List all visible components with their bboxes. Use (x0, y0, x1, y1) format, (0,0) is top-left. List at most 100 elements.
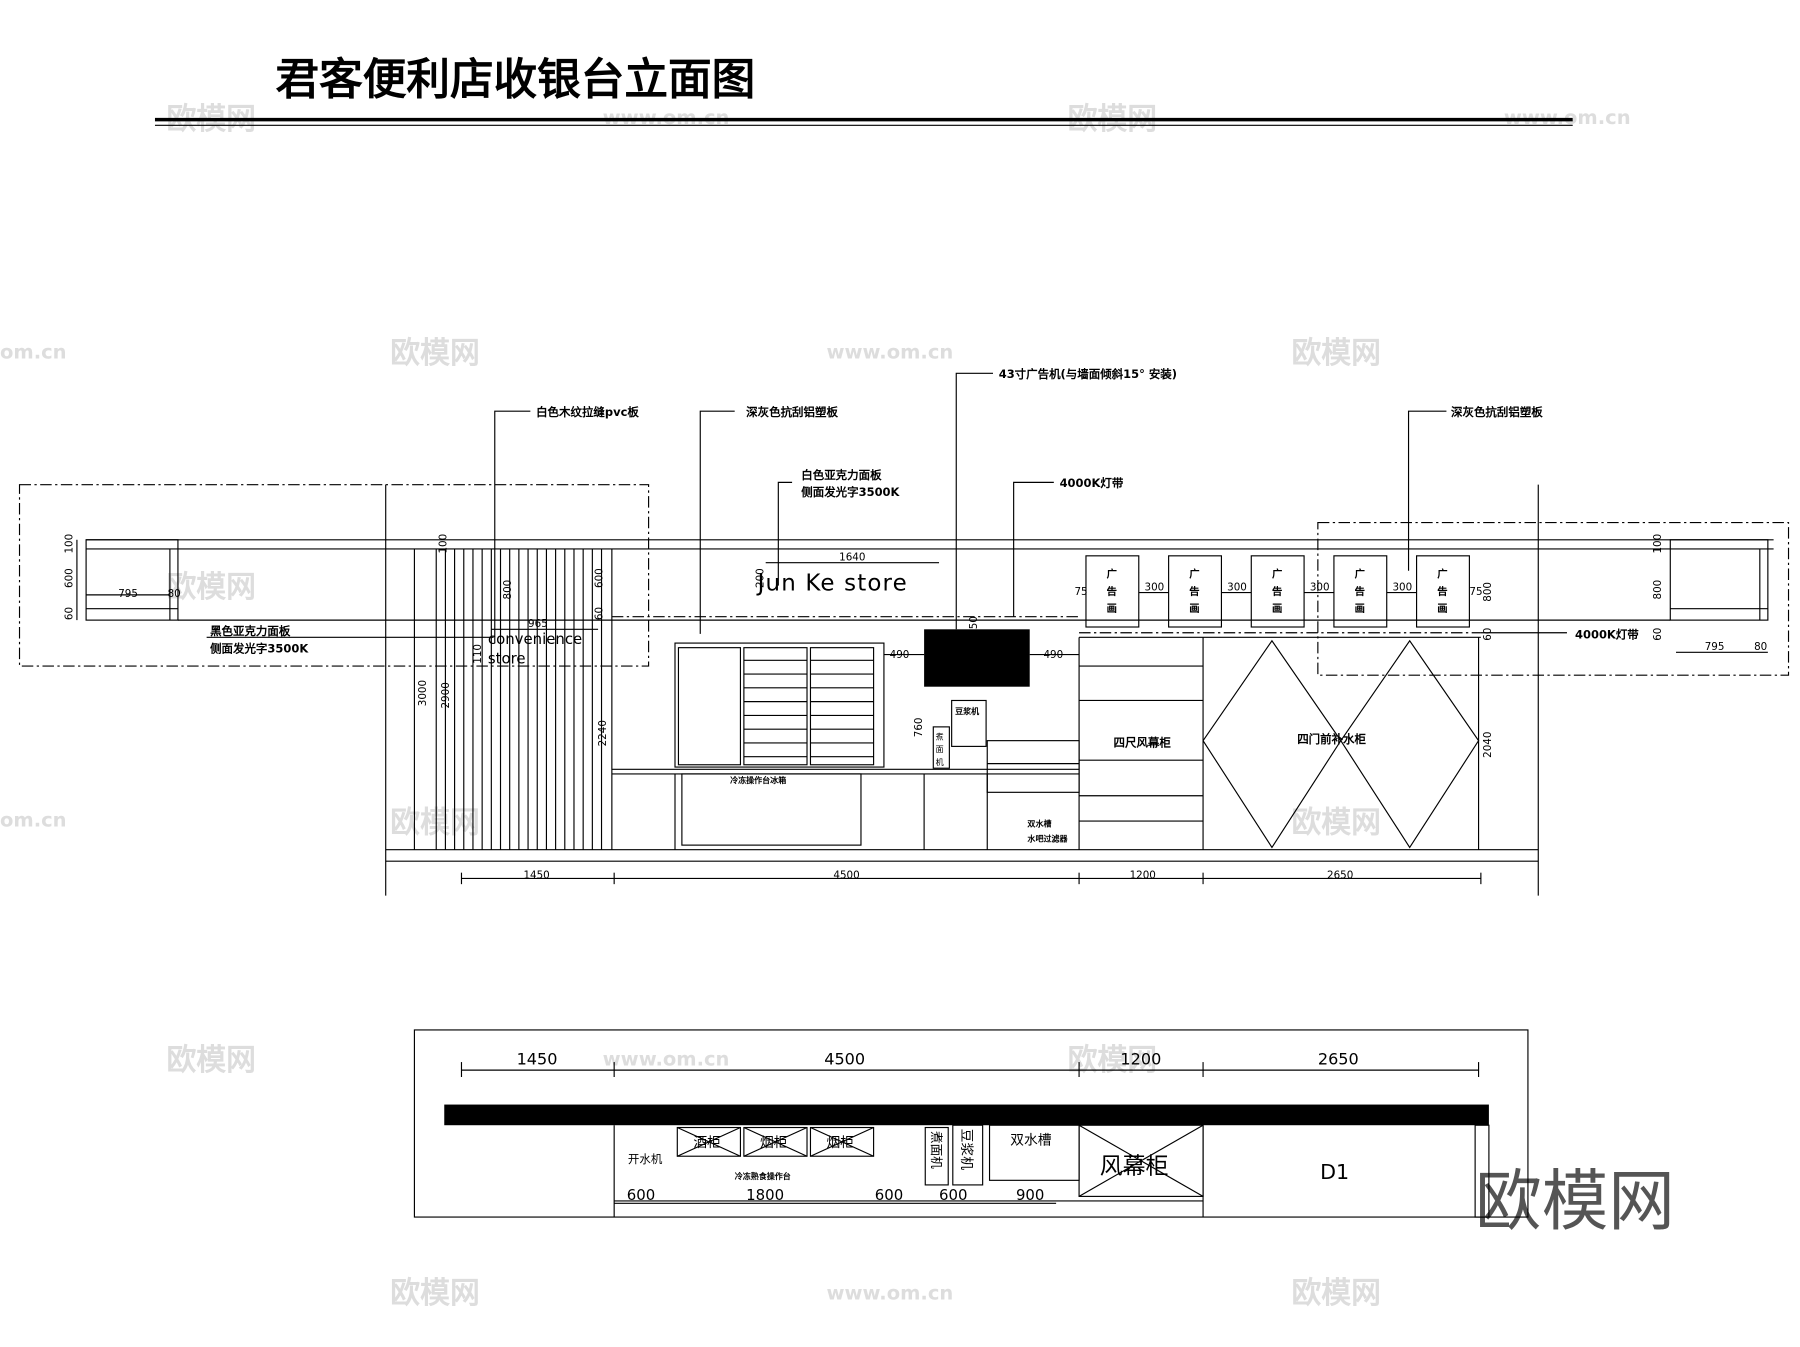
plan-dimension-label: 1800 (746, 1186, 784, 1204)
callout-leader (494, 410, 531, 644)
dimension-label: 1450 (523, 869, 549, 881)
dimension-label: 300 (1392, 581, 1412, 593)
watermarks: 欧模网 www.om.cn 欧模网 www.om.cn 欧模网 www.om.c… (0, 102, 1675, 1311)
ad-panel-label: 画 (1107, 603, 1117, 615)
plan-wall-end (1474, 1124, 1490, 1218)
dimension-label: 600 (63, 568, 75, 588)
plan-dimension-label: 600 (627, 1186, 655, 1204)
ad-machine-screen (924, 629, 1030, 687)
ad-panels: 广告画 广告画 广告画 广告画 广告画 (1085, 555, 1470, 628)
callout-leader (955, 372, 993, 630)
ad-panel (1333, 555, 1388, 628)
watermark: 欧模网 (390, 336, 479, 371)
watermark: 欧模网 (166, 570, 255, 605)
noodle-machine-plan (924, 1126, 949, 1186)
callout-acrylic-black: 黑色亚克力面板 (210, 624, 291, 638)
watermark: om.cn (0, 809, 67, 832)
right-cabinets (1078, 637, 1480, 850)
cabinet-door (677, 647, 742, 766)
callout-leader (777, 481, 793, 586)
callout-led-strip: 4000K灯带 (1060, 476, 1124, 490)
callout-grey-panel-right: 深灰色抗刮铝塑板 (1451, 405, 1543, 419)
dimension-label: 80 (168, 588, 181, 600)
ad-panel-label: 告 (1189, 585, 1199, 598)
noodle-machine-label: 面 (936, 745, 944, 754)
plan-dimension-label: 600 (939, 1186, 967, 1204)
dimension-label: 2040 (1482, 732, 1494, 758)
watermark: www.om.cn (827, 340, 954, 363)
ad-panel (1416, 555, 1470, 628)
ad-panel-label: 告 (1437, 585, 1447, 598)
watermark: 欧模网 (1291, 1276, 1380, 1311)
noodle-machine-label: 煮 (936, 732, 944, 742)
ad-panel-label: 广 (1437, 568, 1447, 581)
curtain-cabinet-plan-label: 风幕柜 (1100, 1153, 1169, 1179)
dimension-label: 100 (438, 534, 450, 554)
ad-panel-label: 告 (1107, 585, 1117, 598)
plan-dimension-label: 1200 (1120, 1049, 1161, 1068)
dimension-label: 75 (1074, 586, 1087, 598)
plan-dimension-label: 900 (1016, 1186, 1044, 1204)
sign-store: store (488, 650, 526, 668)
ad-panel-label: 画 (1272, 603, 1282, 615)
watermark: www.om.cn (603, 106, 730, 129)
dimension-label: 300 (1227, 581, 1247, 593)
noodle-machine-plan-label: 煮面机 (929, 1131, 944, 1169)
callout-acrylic-black-note: 侧面发光字3500K (210, 641, 309, 655)
dimension-label: 80 (1754, 641, 1767, 653)
watermark: www.om.cn (603, 1048, 730, 1071)
watermark: 欧模网 (1291, 336, 1380, 371)
right-sign-section (1669, 539, 1769, 621)
dimension-label: 1200 (1130, 869, 1156, 881)
ad-panel-label: 告 (1355, 585, 1365, 598)
ad-panel-label: 广 (1272, 568, 1282, 581)
water-machine-label: 开水机 (628, 1152, 663, 1166)
watermark: 欧模网 (1291, 805, 1380, 840)
soy-machine-plan-label: 豆浆机 (958, 1129, 974, 1171)
ad-panel-label: 广 (1189, 568, 1199, 581)
noodle-machine (932, 726, 950, 769)
wood-slats (435, 548, 613, 850)
left-sign-detail-boundary (18, 484, 650, 667)
sign-convenience: convenience (488, 630, 582, 648)
dimension-label: 800 (1652, 580, 1664, 600)
ad-panel-label: 画 (1189, 603, 1199, 615)
wine-cabinet-label: 酒柜 (693, 1135, 721, 1151)
callout-wood-panel: 白色木纹拉缝pvc板 (536, 405, 639, 419)
callout-leader (699, 410, 735, 634)
watermark: www.om.cn (827, 1282, 954, 1305)
double-sink-label: 双水槽 (1027, 819, 1051, 829)
left-sign-section (85, 539, 179, 621)
callout-led-strip-right: 4000K灯带 (1575, 627, 1639, 641)
dimension-label: 60 (1652, 628, 1664, 641)
front-elevation: convenience store Jun Ke store 广告画 广告画 广… (18, 367, 1790, 896)
dimension-label: 60 (1482, 628, 1494, 641)
dimension-label: 4500 (833, 869, 859, 881)
soy-machine-label: 豆浆机 (955, 706, 979, 716)
curtain-cabinet-label: 四尺风幕柜 (1114, 735, 1172, 749)
dimension-label: 300 (1145, 581, 1165, 593)
ad-panel (1085, 555, 1140, 628)
dimension-label: 1640 (839, 551, 865, 563)
counter-top-bar (444, 1104, 1489, 1126)
dimension-label: 965 (528, 618, 548, 630)
ad-panel (1250, 555, 1305, 628)
dimension-label: 110 (472, 644, 484, 664)
dimension-label: 795 (118, 588, 138, 600)
plan-dimension-label: 1450 (517, 1049, 558, 1068)
dimension-label: 60 (63, 607, 75, 620)
dimensions: 100 600 60 795 80 100 800 600 60 965 110… (63, 534, 1768, 885)
floor-plan: 1450 4500 1200 2650 开水机 酒柜 烟柜 烟柜 冷冻熟食操作台… (413, 1029, 1529, 1218)
base-counter (611, 768, 1080, 850)
watermark: 欧模网 (390, 805, 479, 840)
d1-marker: D1 (1320, 1160, 1349, 1184)
sign-jun-ke-store: Jun Ke store (756, 570, 908, 596)
dimension-label: 100 (63, 534, 75, 554)
right-sign-detail-boundary (1317, 521, 1790, 676)
watermark: 欧模网 (390, 1276, 479, 1311)
dimension-label: 800 (502, 580, 514, 600)
dimension-label: 2650 (1327, 869, 1353, 881)
cabinets-plan (676, 1126, 875, 1157)
ad-panel-label: 画 (1437, 603, 1447, 615)
dimension-label: 60 (594, 607, 606, 620)
